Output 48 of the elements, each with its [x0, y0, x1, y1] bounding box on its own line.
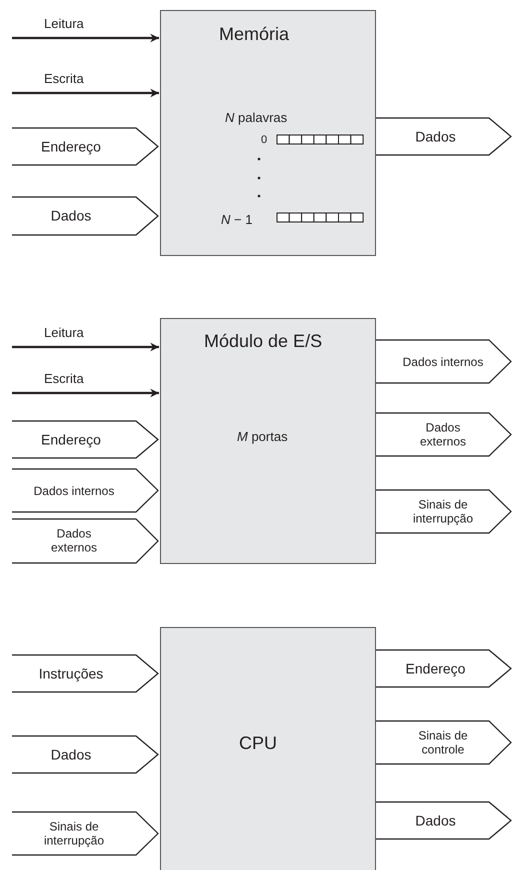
edge-label: Escrita — [42, 371, 86, 386]
signal-bus-shape — [376, 340, 511, 383]
signal-label: Dados — [414, 128, 457, 145]
arrow — [12, 34, 159, 42]
signal-bus-shape — [376, 413, 511, 456]
signal-label: Endereço — [40, 431, 102, 448]
signal-bus-shape — [376, 490, 511, 533]
cpu-block — [160, 627, 376, 870]
block-text: 0 — [261, 134, 268, 146]
signal-bus-shape — [12, 812, 158, 855]
signal-bus-shape — [12, 519, 158, 563]
signal-label: Endereço — [40, 138, 102, 155]
signal-bus-shape — [376, 650, 511, 687]
signal-bus-shape — [12, 736, 158, 773]
block-title: Memória — [219, 25, 290, 45]
block-text: N − 1 — [221, 213, 252, 228]
signal-label: Dados — [414, 812, 457, 829]
io-module-block — [160, 318, 376, 564]
signal-bus-shape — [376, 118, 511, 155]
memory-block — [160, 10, 376, 256]
arrow — [12, 88, 159, 98]
edge-label: Leitura — [42, 325, 86, 340]
edge-label: Leitura — [42, 16, 86, 31]
signal-label: Sinais de controle — [417, 728, 469, 757]
signal-bus-shape — [12, 128, 158, 165]
signal-label: Dados internos — [32, 483, 116, 498]
block-title: Módulo de E/S — [204, 332, 322, 352]
signal-label: Sinais de interrupção — [42, 819, 106, 848]
block-text: N palavras — [225, 111, 288, 126]
signal-bus-shape — [376, 802, 511, 839]
signal-bus-shape — [12, 197, 158, 235]
block-text: M portas — [237, 430, 288, 444]
signal-label: Sinais de interrupção — [412, 497, 474, 526]
signal-label: Dados — [50, 746, 92, 763]
signal-label: Instruções — [38, 665, 104, 682]
arrow — [12, 388, 159, 398]
block-title: CPU — [239, 734, 278, 754]
arrow — [12, 342, 159, 352]
signal-label: Dados internos — [402, 354, 484, 369]
signal-label: Dados externos — [50, 526, 98, 556]
edge-label: Escrita — [42, 71, 86, 86]
signal-bus-shape — [12, 655, 158, 692]
signal-bus-shape — [376, 721, 511, 764]
signal-bus-shape — [12, 469, 158, 512]
signal-label: Dados externos — [418, 420, 468, 449]
signal-label: Dados — [50, 208, 92, 224]
signal-label: Endereço — [404, 660, 466, 677]
signal-bus-shape — [12, 421, 158, 458]
